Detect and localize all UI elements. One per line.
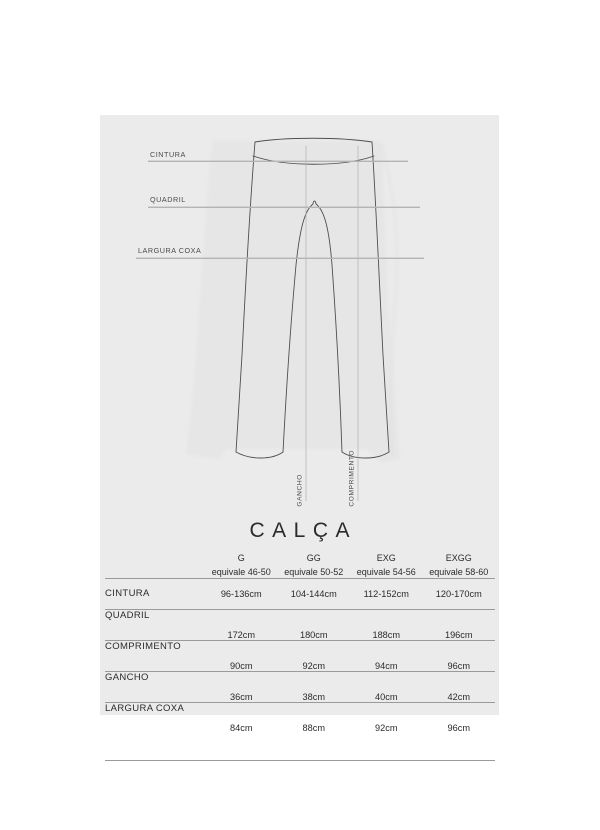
leader-line-quadril: [148, 207, 420, 208]
leader-line-largura-coxa: [136, 258, 424, 259]
size-equivalence-gg: equivale 50-52: [284, 566, 344, 577]
header-size-exgg: EXGG equivale 58-60: [423, 552, 496, 578]
cell-cintura-g: 96-136cm: [220, 588, 262, 599]
table-row: QUADRIL 172cm 180cm 188cm 196cm: [105, 609, 495, 640]
size-name-g: G: [237, 553, 245, 563]
table-row: COMPRIMENTO 90cm 92cm 94cm 96cm: [105, 640, 495, 671]
table-row: GANCHO 36cm 38cm 40cm 42cm: [105, 671, 495, 702]
table-row: LARGURA COXA 84cm 88cm 92cm 96cm: [105, 702, 495, 733]
row-label-quadril: QUADRIL: [105, 609, 150, 621]
size-equivalence-exgg: equivale 58-60: [429, 566, 489, 577]
cell-cintura-exg: 112-152cm: [363, 588, 409, 599]
cell-largura-coxa-exgg: 96cm: [447, 722, 470, 733]
cell-gancho-g: 36cm: [230, 691, 253, 702]
header-size-g: G equivale 46-50: [205, 552, 278, 578]
cell-gancho-gg: 38cm: [302, 691, 325, 702]
cell-gancho-exg: 40cm: [375, 691, 398, 702]
callout-label-gancho: GANCHO: [296, 474, 304, 507]
garment-outline: [235, 137, 390, 459]
cell-comprimento-g: 90cm: [230, 660, 253, 671]
row-label-cintura: CINTURA: [105, 588, 150, 600]
header-size-exg: EXG equivale 54-56: [350, 552, 423, 578]
size-equivalence-g: equivale 46-50: [211, 566, 271, 577]
callout-label-largura-coxa: LARGURA COXA: [138, 246, 202, 255]
callout-label-comprimento: COMPRIMENTO: [348, 449, 356, 507]
callout-label-cintura: CINTURA: [150, 150, 186, 159]
row-label-largura-coxa: LARGURA COXA: [105, 702, 185, 714]
header-size-gg: GG equivale 50-52: [278, 552, 351, 578]
row-label-gancho: GANCHO: [105, 671, 149, 683]
cell-comprimento-exgg: 96cm: [447, 660, 470, 671]
callout-label-quadril: QUADRIL: [150, 195, 186, 204]
cell-cintura-gg: 104-144cm: [290, 588, 337, 599]
leader-line-cintura: [148, 161, 408, 162]
chart-title: CALÇA: [249, 519, 358, 542]
cell-quadril-exg: 188cm: [372, 629, 401, 640]
cell-quadril-g: 172cm: [227, 629, 256, 640]
table-header-row: G equivale 46-50 GG equivale 50-52 EXG e…: [105, 552, 495, 578]
cell-comprimento-exg: 94cm: [375, 660, 398, 671]
cell-largura-coxa-exg: 92cm: [375, 722, 398, 733]
cell-largura-coxa-gg: 88cm: [302, 722, 325, 733]
size-equivalence-exg: equivale 54-56: [356, 566, 416, 577]
table-row: CINTURA 96-136cm 104-144cm 112-152cm 120…: [105, 578, 495, 609]
pants-illustration: [100, 115, 499, 525]
table-bottom-rule: [105, 760, 495, 761]
cell-quadril-exgg: 196cm: [444, 629, 473, 640]
header-measure-column: [105, 552, 205, 578]
cell-quadril-gg: 180cm: [299, 629, 328, 640]
cell-gancho-exgg: 42cm: [447, 691, 470, 702]
size-table: G equivale 46-50 GG equivale 50-52 EXG e…: [105, 552, 495, 733]
row-label-comprimento: COMPRIMENTO: [105, 640, 181, 652]
size-name-gg: GG: [306, 553, 321, 563]
cell-comprimento-gg: 92cm: [302, 660, 325, 671]
size-name-exg: EXG: [376, 553, 396, 563]
size-name-exgg: EXGG: [445, 553, 472, 563]
cell-largura-coxa-g: 84cm: [230, 722, 253, 733]
cell-cintura-exgg: 120-170cm: [435, 588, 482, 599]
size-chart-panel: CINTURA QUADRIL LARGURA COXA GANCHO COMP…: [100, 115, 499, 761]
